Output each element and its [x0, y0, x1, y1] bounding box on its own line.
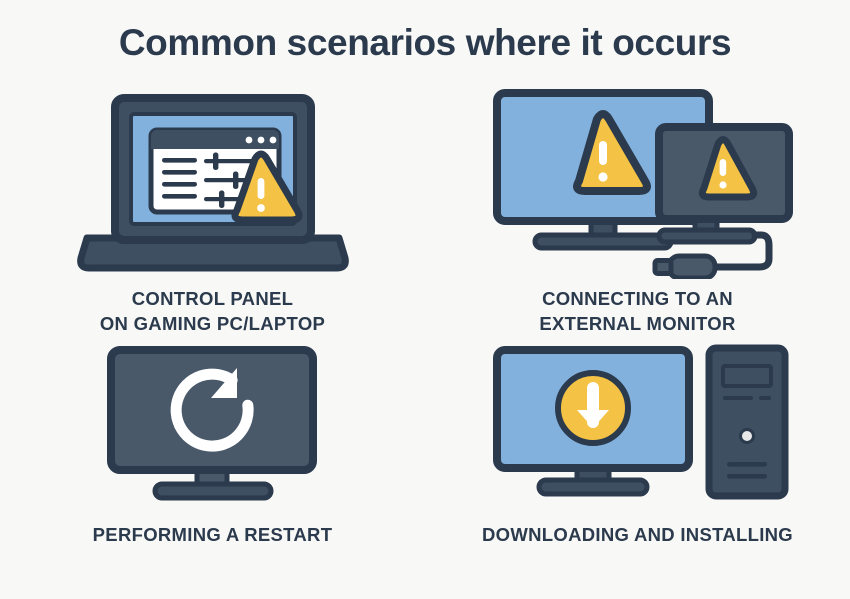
scenario-caption-downloading-installing: DOWNLOADING AND INSTALLING	[425, 522, 850, 547]
window-dot-icon	[269, 136, 276, 144]
pc-tower	[705, 344, 788, 499]
warning-triangle-icon	[572, 110, 651, 195]
caption-line: DOWNLOADING AND INSTALLING	[482, 524, 793, 545]
scenario-card-restart: PERFORMING A RESTART	[0, 340, 425, 590]
caption-line: ON GAMING PC/LAPTOP	[99, 313, 326, 334]
monitor-restart-icon	[0, 340, 425, 512]
window-dot-icon	[257, 136, 264, 144]
download-install-illustration	[492, 344, 788, 499]
scenario-caption-control-panel: CONTROL PANEL ON GAMING PC/LAPTOP	[0, 286, 425, 336]
scenario-caption-external-monitor: CONNECTING TO AN EXTERNAL MONITOR	[425, 286, 850, 336]
laptop-illustration	[76, 94, 349, 272]
control-panel-window	[148, 127, 281, 215]
scenario-grid: CONTROL PANEL ON GAMING PC/LAPTOP	[0, 88, 850, 588]
window-dot-icon	[245, 136, 252, 144]
caption-line: EXTERNAL MONITOR	[539, 313, 736, 334]
caption-line: CONTROL PANEL	[131, 288, 294, 309]
scenario-caption-restart: PERFORMING A RESTART	[0, 522, 425, 547]
settings-list-lines	[161, 158, 197, 199]
caption-line: PERFORMING A RESTART	[92, 524, 333, 545]
restart-monitor-illustration	[106, 345, 317, 500]
download-arrow-icon	[554, 369, 631, 446]
caption-line: CONNECTING TO AN	[542, 288, 733, 309]
laptop-control-panel-warning-icon	[0, 88, 425, 278]
scenario-card-downloading-installing: DOWNLOADING AND INSTALLING	[425, 340, 850, 590]
dual-monitor-warning-usb-icon	[425, 88, 850, 279]
warning-triangle-icon	[231, 150, 302, 224]
restart-arrow-icon	[170, 367, 254, 452]
page-title: Common scenarios where it occurs	[118, 22, 732, 63]
scenario-card-external-monitor: CONNECTING TO AN EXTERNAL MONITOR	[425, 88, 850, 338]
scenario-card-control-panel: CONTROL PANEL ON GAMING PC/LAPTOP	[0, 88, 425, 338]
usb-cable-icon	[652, 231, 772, 279]
monitor-download-tower-icon	[425, 340, 850, 512]
drive-bay	[720, 363, 773, 388]
dual-monitor-illustration	[492, 89, 793, 279]
warning-triangle-icon	[698, 136, 757, 201]
monitor-stand	[152, 459, 273, 500]
